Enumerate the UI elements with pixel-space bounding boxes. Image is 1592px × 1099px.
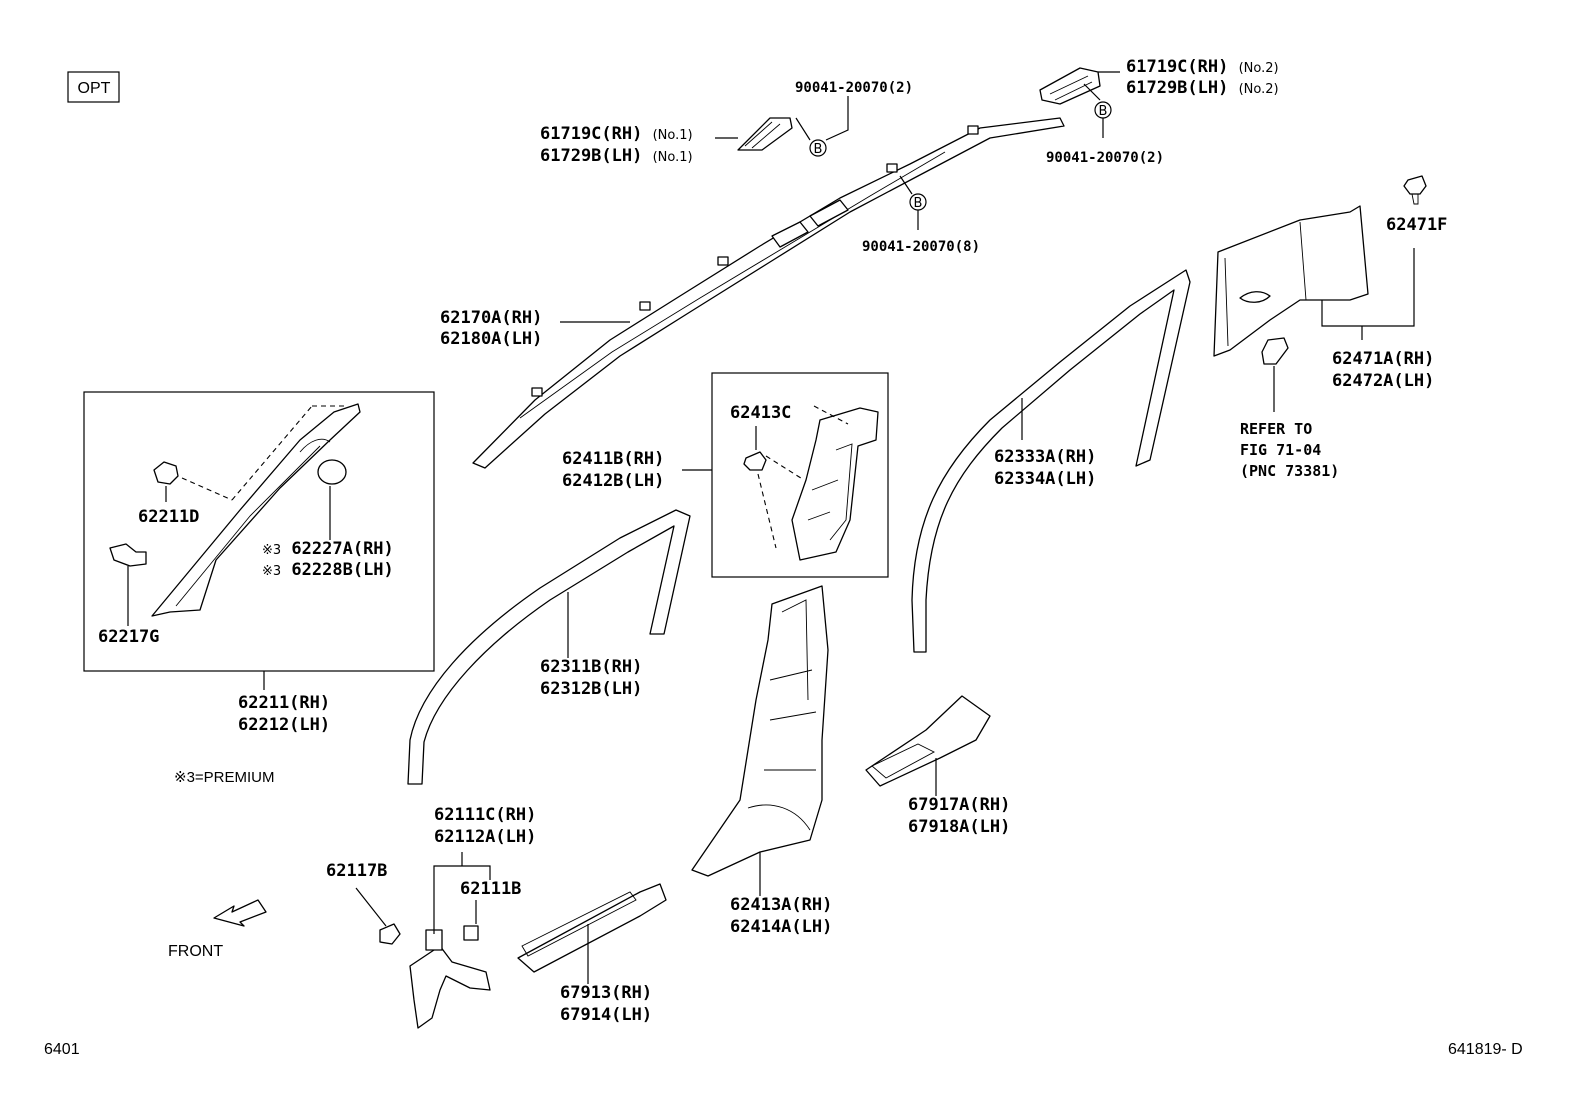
svg-text:62211(RH): 62211(RH) xyxy=(238,693,330,713)
svg-text:62170A(RH): 62170A(RH) xyxy=(440,308,542,328)
callout-62211: 62211(RH) 62212(LH) xyxy=(238,693,330,735)
detail-box-62211 xyxy=(83,391,435,672)
callout-62471f: 62471F xyxy=(1386,215,1447,235)
svg-text:62411B(RH): 62411B(RH) xyxy=(562,449,664,469)
callout-refer-fig: REFER TO FIG 71-04 (PNC 73381) xyxy=(1240,420,1339,480)
svg-text:※3 62227A(RH): ※3 62227A(RH) xyxy=(262,539,394,559)
part-62413c-clip[interactable] xyxy=(743,451,767,471)
svg-text:B: B xyxy=(814,142,823,157)
callout-62227a: ※3 62227A(RH) ※3 62228B(LH) xyxy=(262,539,394,580)
part-62311b-front-weatherstrip[interactable] xyxy=(407,509,691,785)
front-arrow-icon xyxy=(213,899,267,927)
part-61719c-bracket-no1[interactable] xyxy=(737,117,793,151)
svg-text:67918A(LH): 67918A(LH) xyxy=(908,817,1010,837)
svg-text:62180A(LH): 62180A(LH) xyxy=(440,329,542,349)
part-62170a-curtain-airbag[interactable] xyxy=(472,117,1065,469)
callout-62111c: 62111C(RH) 62112A(LH) xyxy=(434,805,536,847)
part-62471a-quarter-trim[interactable] xyxy=(1213,205,1369,357)
part-62117b-clip[interactable] xyxy=(379,923,401,945)
detail-box-62411b xyxy=(711,372,889,578)
svg-text:※3 62228B(LH): ※3 62228B(LH) xyxy=(262,560,394,580)
callout-62217g: 62217G xyxy=(98,627,159,647)
part-62471f-clip[interactable] xyxy=(1403,175,1427,205)
svg-text:62112A(LH): 62112A(LH) xyxy=(434,827,536,847)
part-62411b-upper-pillar[interactable] xyxy=(791,407,879,561)
b-marker-right: B xyxy=(1094,101,1112,119)
part-73381-refer-clip[interactable] xyxy=(1261,337,1289,365)
svg-text:62472A(LH): 62472A(LH) xyxy=(1332,371,1434,391)
part-62111b-clip[interactable] xyxy=(463,925,479,941)
svg-text:62471A(RH): 62471A(RH) xyxy=(1332,349,1434,369)
svg-text:67917A(RH): 67917A(RH) xyxy=(908,795,1010,815)
svg-text:(PNC 73381): (PNC 73381) xyxy=(1240,462,1339,480)
svg-text:61729B(LH) (No.2): 61729B(LH) (No.2) xyxy=(1126,78,1279,98)
part-62211-a-pillar[interactable] xyxy=(151,403,361,617)
svg-text:62413A(RH): 62413A(RH) xyxy=(730,895,832,915)
part-62217g-connector[interactable] xyxy=(109,543,147,567)
b-marker-mid: B xyxy=(909,193,927,211)
callout-61719c-no2: 61719C(RH) (No.2) 61729B(LH) (No.2) xyxy=(1126,57,1279,98)
callout-62471a: 62471A(RH) 62472A(LH) xyxy=(1332,349,1434,391)
callout-62411b: 62411B(RH) 62412B(LH) xyxy=(562,449,664,491)
part-62413a-lower-pillar[interactable] xyxy=(691,585,829,877)
svg-text:61719C(RH) (No.1): 61719C(RH) (No.1) xyxy=(540,124,693,144)
callout-62413c: 62413C xyxy=(730,403,791,423)
callout-bolt-top: 90041-20070(2) xyxy=(795,80,913,96)
svg-text:62334A(LH): 62334A(LH) xyxy=(994,469,1096,489)
callout-62111b: 62111B xyxy=(460,879,521,899)
part-67913-front-scuff[interactable] xyxy=(517,883,667,973)
part-62227a-cap[interactable] xyxy=(317,459,347,485)
opt-badge-label: OPT xyxy=(78,80,111,97)
opt-badge: OPT xyxy=(67,71,120,103)
svg-text:B: B xyxy=(1099,104,1108,119)
svg-text:62212(LH): 62212(LH) xyxy=(238,715,330,735)
footnote-premium: ※3=PREMIUM xyxy=(174,769,275,786)
callout-62117b: 62117B xyxy=(326,861,387,881)
part-62111c-cowl-trim[interactable] xyxy=(409,929,491,1029)
svg-text:67913(RH): 67913(RH) xyxy=(560,983,652,1003)
b-marker-top: B xyxy=(809,139,827,157)
svg-text:62311B(RH): 62311B(RH) xyxy=(540,657,642,677)
callout-62413a: 62413A(RH) 62414A(LH) xyxy=(730,895,832,937)
svg-text:62414A(LH): 62414A(LH) xyxy=(730,917,832,937)
callout-62311b: 62311B(RH) 62312B(LH) xyxy=(540,657,642,699)
front-label: FRONT xyxy=(168,943,223,960)
svg-text:REFER TO: REFER TO xyxy=(1240,420,1312,438)
callout-67913: 67913(RH) 67914(LH) xyxy=(560,983,652,1025)
part-62211d-clip[interactable] xyxy=(153,461,179,485)
part-67917a-rear-scuff[interactable] xyxy=(865,695,991,787)
callout-bolt-mid: 90041-20070(8) xyxy=(862,239,980,255)
callout-67917a: 67917A(RH) 67918A(LH) xyxy=(908,795,1010,837)
svg-text:62312B(LH): 62312B(LH) xyxy=(540,679,642,699)
svg-text:61729B(LH) (No.1): 61729B(LH) (No.1) xyxy=(540,146,693,166)
callout-61719c-no1: 61719C(RH) (No.1) 61729B(LH) (No.1) xyxy=(540,124,693,166)
svg-text:B: B xyxy=(914,196,923,211)
svg-text:62111C(RH): 62111C(RH) xyxy=(434,805,536,825)
svg-text:61719C(RH) (No.2): 61719C(RH) (No.2) xyxy=(1126,57,1279,77)
svg-text:67914(LH): 67914(LH) xyxy=(560,1005,652,1025)
callout-62170a: 62170A(RH) 62180A(LH) xyxy=(440,308,542,349)
diagram-id: 6401 xyxy=(44,1041,80,1058)
svg-text:62412B(LH): 62412B(LH) xyxy=(562,471,664,491)
part-62333a-rear-weatherstrip[interactable] xyxy=(911,269,1191,653)
callout-62333a: 62333A(RH) 62334A(LH) xyxy=(994,447,1096,489)
callout-62211d: 62211D xyxy=(138,507,199,527)
callout-bolt-right: 90041-20070(2) xyxy=(1046,150,1164,166)
drawing-number: 641819- D xyxy=(1448,1041,1523,1058)
svg-text:62333A(RH): 62333A(RH) xyxy=(994,447,1096,467)
svg-text:FIG 71-04: FIG 71-04 xyxy=(1240,441,1321,459)
part-61719c-bracket-no2[interactable] xyxy=(1039,67,1101,105)
